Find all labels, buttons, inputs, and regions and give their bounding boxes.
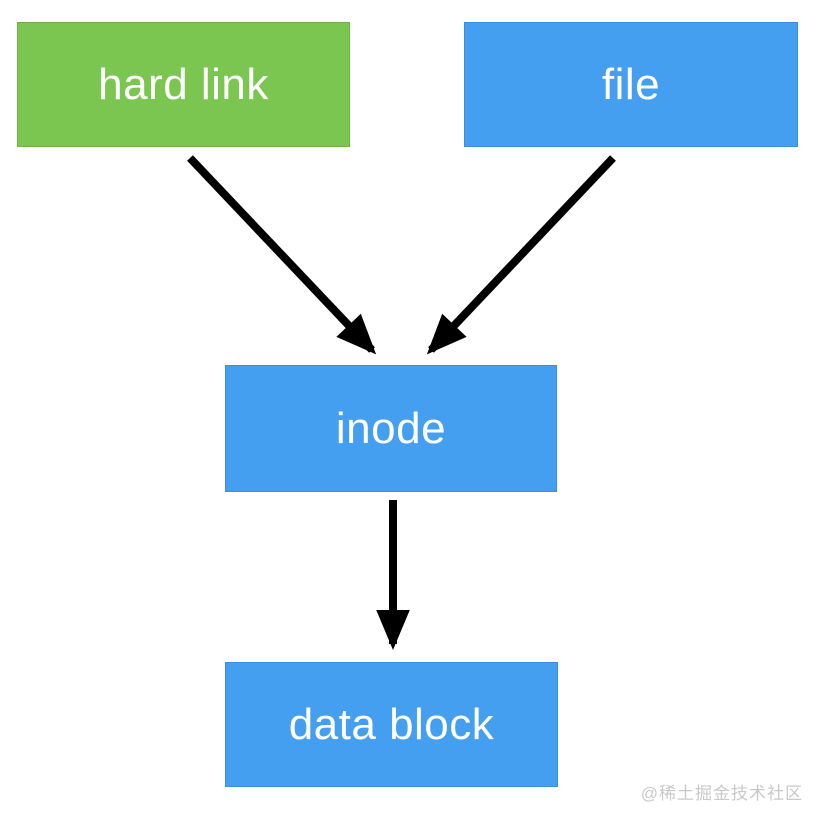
node-file: file [464, 22, 798, 147]
node-inode: inode [225, 365, 557, 492]
watermark: @稀土掘金技术社区 [640, 784, 803, 803]
node-data-block: data block [225, 662, 558, 787]
edge-hardlink-to-inode-arrow [187, 155, 377, 355]
node-hard-link: hard link [17, 22, 350, 147]
edge-file-to-inode-arrow [426, 155, 616, 355]
